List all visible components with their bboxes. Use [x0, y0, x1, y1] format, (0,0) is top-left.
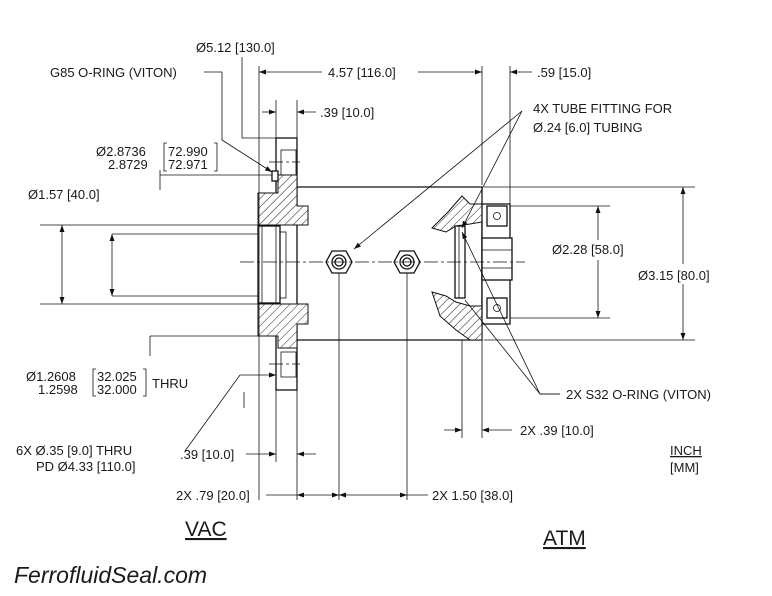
dim-atm-groove-diameter: Ø2.28 [58.0]	[552, 242, 624, 257]
callout-tube-fitting-line-1: 4X TUBE FITTING FOR	[533, 101, 672, 116]
flange-bolt-hole-bottom	[280, 351, 297, 378]
dim-flange-thickness-bottom: .39 [10.0]	[180, 447, 234, 462]
dim-oring-groove-mm-upper: 72.990	[168, 144, 208, 159]
dim-thru-bore-suffix: THRU	[152, 376, 188, 391]
dim-bolt-holes-line-2: PD Ø4.33 [110.0]	[36, 459, 136, 474]
dim-housing-diameter: Ø3.15 [80.0]	[638, 268, 710, 283]
dim-flange-diameter: Ø5.12 [130.0]	[196, 40, 275, 55]
vac-bearing	[257, 225, 281, 304]
vac-section-lower	[257, 303, 309, 349]
annotations: Ø5.12 [130.0] G85 O-RING (VITON) 4.57 [1…	[14, 40, 711, 588]
dim-thru-bore-lower: 1.2598	[38, 382, 78, 397]
dim-atm-step: .59 [15.0]	[537, 65, 591, 80]
dim-thru-bore-mm-upper: 32.025	[97, 369, 137, 384]
dim-oring-groove-lower: 2.8729	[108, 157, 148, 172]
dim-atm-groove-depth: 2X .39 [10.0]	[520, 423, 594, 438]
dim-flange-thickness-top: .39 [10.0]	[320, 105, 374, 120]
callout-tube-fitting-line-2: Ø.24 [6.0] TUBING	[533, 120, 643, 135]
brand-watermark: FerrofluidSeal.com	[14, 562, 207, 588]
dim-bolt-holes-line-1: 6X Ø.35 [9.0] THRU	[16, 443, 132, 458]
label-atm-side: ATM	[543, 527, 586, 550]
units-primary: INCH	[670, 443, 702, 458]
dim-oring-groove-mm-lower: 72.971	[168, 157, 208, 172]
atm-fitting-top	[486, 205, 508, 227]
dim-fitting-spacing-1: 2X .79 [20.0]	[176, 488, 250, 503]
dim-thru-bore-mm-lower: 32.000	[97, 382, 137, 397]
dimension-lines	[40, 57, 695, 500]
dim-fitting-spacing-2: 2X 1.50 [38.0]	[432, 488, 513, 503]
callout-s32-oring: 2X S32 O-RING (VITON)	[566, 387, 711, 402]
g85-oring	[271, 170, 279, 182]
dim-overall-length: 4.57 [116.0]	[328, 65, 396, 80]
seal-body	[240, 137, 525, 391]
dim-thru-bore-upper: Ø1.2608	[26, 369, 76, 384]
units-secondary: [MM]	[670, 460, 699, 475]
atm-fitting-bottom	[486, 297, 508, 319]
dim-oring-groove-upper: Ø2.8736	[96, 144, 146, 159]
vac-section-upper	[257, 174, 309, 226]
label-vac-side: VAC	[185, 518, 227, 541]
dim-pilot-diameter: Ø1.57 [40.0]	[28, 187, 100, 202]
callout-g85-oring: G85 O-RING (VITON)	[50, 65, 177, 80]
